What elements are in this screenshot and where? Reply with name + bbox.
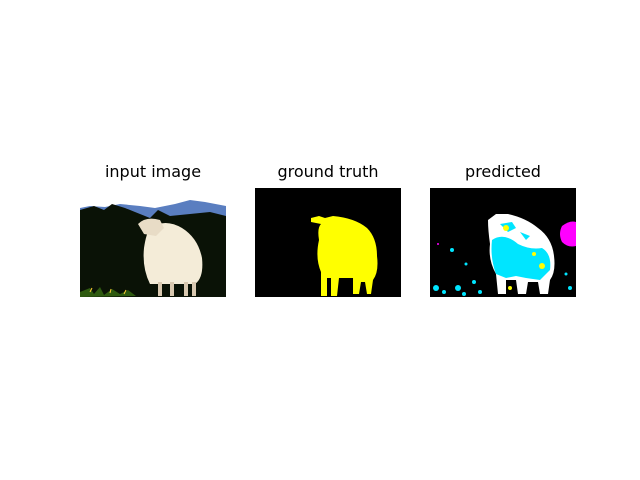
predicted-mask <box>430 188 576 297</box>
panel-input-image: input image <box>80 160 226 300</box>
ground-truth-mask <box>255 188 401 297</box>
panel-ground-truth: ground truth <box>255 160 401 300</box>
panel-title-predicted: predicted <box>465 162 541 181</box>
panel-title-ground-truth: ground truth <box>277 162 379 181</box>
panel-title-input: input image <box>104 162 202 181</box>
input-image-photo <box>80 188 226 297</box>
panel-predicted: predicted <box>430 160 576 300</box>
